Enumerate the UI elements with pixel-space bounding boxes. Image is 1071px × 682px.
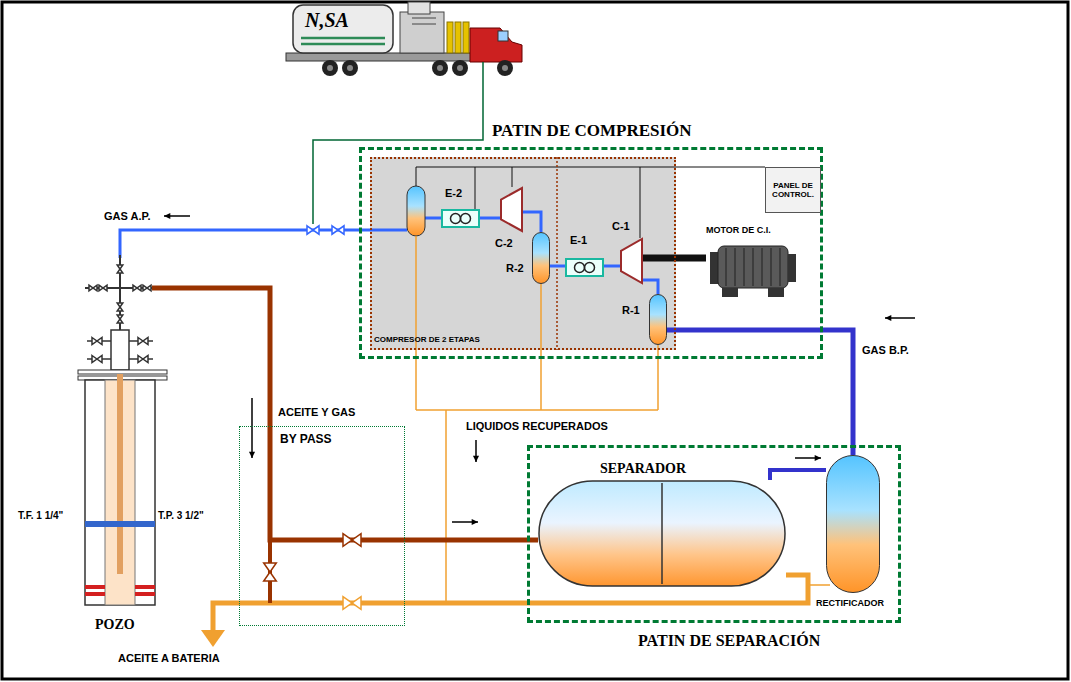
scrubber-vessel: R-1 [649,294,667,345]
pipe-connector [667,330,853,455]
pipe-connector [550,265,565,268]
engine-motor: MOTOR DE C.I. [706,240,800,300]
well: POZO [75,255,170,645]
nitrogen-line [313,62,483,224]
node-label: BY PASS [280,433,332,447]
flow-label: T.F. 1 1/4" [18,510,63,522]
node-label: PATIN DE SEPARACIÓN [638,632,820,650]
node-label: R-2 [506,262,524,275]
rectifier-vessel: RECTIFICADOR [826,455,880,593]
pipe-connector [480,217,500,220]
compressor-stage: C-2 [500,187,523,232]
recovered-liquid-lines [416,236,830,603]
node-label: E-1 [570,234,587,247]
heat-exchanger-outline [565,258,604,277]
separator-vessel: SEPARADOR [538,480,786,587]
scrubber-vessel-outline [532,232,550,284]
compressor-stage: C-1 [620,238,643,284]
pipe-connector [523,212,541,232]
node-label: MOTOR DE C.I. [706,225,771,235]
scrubber-vessel: R-2 [532,232,550,284]
high-pressure-gas-line [120,230,407,258]
node-label: N,SA [305,9,349,32]
nitrogen-tank: N,SA [293,5,393,53]
compressor-stage-outline [620,238,643,284]
scrubber-inlet [425,217,441,220]
pipe-connector [643,280,658,294]
pipe-connector [643,255,706,262]
flow-label: T.P. 3 1/2" [158,510,204,522]
scrubber-vessel-outline [649,294,667,345]
heat-exchanger-outline [441,209,480,228]
node-label: COMPRESOR DE 2 ETAPAS [374,335,480,344]
pipe-connector [604,265,620,268]
pipe-connector [770,470,826,480]
node-label: POZO [95,617,135,633]
node-label: C-2 [495,237,513,250]
flow-label: LIQUIDOS RECUPERADOS [466,420,608,433]
compressor-unit: COMPRESOR DE 2 ETAPASE-2C-2R-2E-1C-1R-1 [370,157,676,350]
flow-label: GAS B.P. [862,344,909,357]
heat-exchanger: E-1 [565,258,604,277]
node-label: R-1 [622,304,640,317]
compressor-stage-outline [500,187,523,232]
flow-label: ACEITE A BATERIA [118,652,220,665]
control-panel: PANEL DE CONTROL. [765,167,821,213]
node-label: PANEL DE CONTROL. [765,181,821,199]
well-outline [75,255,170,645]
compression-skid: PATIN DE COMPRESIÓNCOMPRESOR DE 2 ETAPAS… [360,148,822,358]
stage-divider [556,157,558,350]
pipe-connector [170,288,538,540]
node-label: PATIN DE COMPRESIÓN [492,121,692,141]
oil-arrowhead [201,630,225,647]
scrubber-vessel [407,186,425,236]
node-label: RECTIFICADOR [816,598,884,608]
separator-vessel-outline [538,480,786,587]
flow-label: ACEITE Y GAS [278,406,355,419]
nitrogen-truck [286,2,522,76]
flow-label: GAS A.P. [104,210,150,223]
node-label: SEPARADOR [600,461,686,477]
node-label: E-2 [445,187,462,200]
rectifier-vessel-outline [826,455,880,593]
node-label: C-1 [612,220,630,233]
separation-skid: PATIN DE SEPARACIÓNSEPARADORRECTIFICADOR [528,446,900,622]
bypass-box: BY PASS [238,425,406,627]
heat-exchanger: E-2 [441,209,480,228]
engine-motor-outline [706,240,800,300]
